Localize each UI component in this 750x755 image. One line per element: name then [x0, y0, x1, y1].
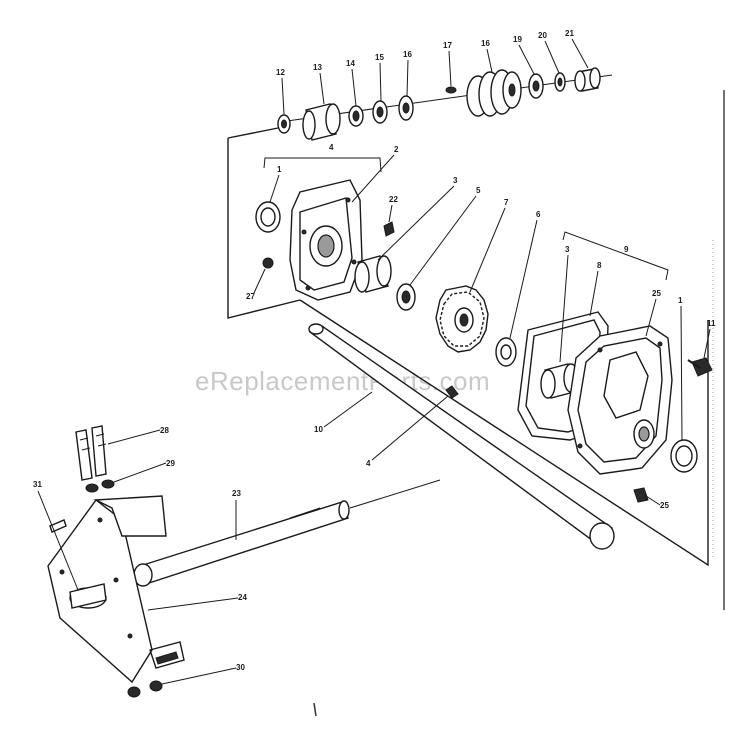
bracket-4-left: [263, 157, 382, 173]
callout-16: 16: [481, 39, 490, 48]
top-callouts: 12 13 14 15 16 17 16 19 20 21: [276, 29, 589, 115]
callout-25-bottom: 25: [660, 501, 669, 510]
part-29-nuts: [85, 479, 115, 493]
callout-13: 13: [313, 63, 322, 72]
part-23-impeller-shaft: [133, 500, 350, 587]
part-6-washer: [495, 337, 517, 367]
callout-4-left: 4: [329, 143, 334, 152]
part-17-key: [445, 86, 457, 94]
callout-28: 28: [160, 426, 169, 435]
part-15-washer: [372, 100, 388, 124]
callout-18: 16: [403, 50, 412, 59]
callout-1-right: 1: [678, 296, 683, 305]
part-7-gear: [435, 285, 489, 353]
callout-4-key: 4: [366, 459, 371, 468]
callout-12: 12: [276, 68, 285, 77]
callout-19: 19: [513, 35, 522, 44]
callout-21: 21: [565, 29, 574, 38]
callout-24: 24: [238, 593, 247, 602]
part-20-ring: [554, 72, 566, 92]
callout-29: 29: [166, 459, 175, 468]
part-30-nuts: [127, 680, 163, 698]
callout-1-left: 1: [277, 165, 282, 174]
part-10-auger-shaft: [308, 323, 615, 550]
part-1-seal-right: [670, 439, 698, 473]
callout-15: 15: [375, 53, 384, 62]
part-3-bushing-left: [354, 255, 392, 293]
part-1-seal-left: [255, 201, 281, 233]
part-21-bushing: [574, 67, 601, 92]
callout-22: 22: [389, 195, 398, 204]
part-16-worm-gear: [466, 69, 522, 117]
callout-17: 17: [443, 41, 452, 50]
stray-mark: [313, 702, 317, 717]
part-27-nut: [262, 257, 274, 269]
part-12-washer: [277, 114, 291, 134]
part-11-screw: [687, 357, 713, 377]
part-31-screw: [49, 519, 67, 533]
part-22-screw: [383, 221, 395, 237]
part-14-washer: [348, 105, 364, 127]
callout-25-top: 25: [652, 289, 661, 298]
part-2-gearbox-left-half: [289, 179, 363, 301]
part-13-bushing: [302, 103, 341, 141]
callout-27: 27: [246, 292, 255, 301]
callout-8: 8: [597, 261, 602, 270]
callout-3-right: 3: [565, 245, 570, 254]
callout-20: 20: [538, 31, 547, 40]
part-25-gearbox-right-half: [567, 325, 673, 475]
frame-left-edge: [227, 138, 301, 319]
part-18-washer: [398, 95, 414, 121]
callout-31: 31: [33, 480, 42, 489]
callout-3-left: 3: [453, 176, 458, 185]
part-5-washer: [396, 283, 416, 311]
callout-9: 9: [624, 245, 629, 254]
part-25-bolt-bottom: [633, 487, 649, 503]
part-4-key: [445, 385, 459, 399]
callout-23: 23: [232, 489, 241, 498]
watermark-text: eReplacementParts.com: [195, 366, 490, 396]
callout-7: 7: [504, 198, 509, 207]
callout-2: 2: [394, 145, 399, 154]
callout-14: 14: [346, 59, 355, 68]
frame-top-left-edge: [227, 127, 279, 139]
part-24-bracket-plate: [47, 495, 185, 684]
bracket-9-right: [562, 231, 669, 281]
callout-10: 10: [314, 425, 323, 434]
shaft-axis-line: [349, 479, 441, 509]
callout-30: 30: [236, 663, 245, 672]
frame-bottom-edge: [299, 299, 709, 567]
part-28-bolts: [75, 425, 107, 481]
callout-6: 6: [536, 210, 541, 219]
callout-5: 5: [476, 186, 481, 195]
callout-11: 11: [707, 319, 716, 328]
part-19-washer: [528, 73, 544, 99]
